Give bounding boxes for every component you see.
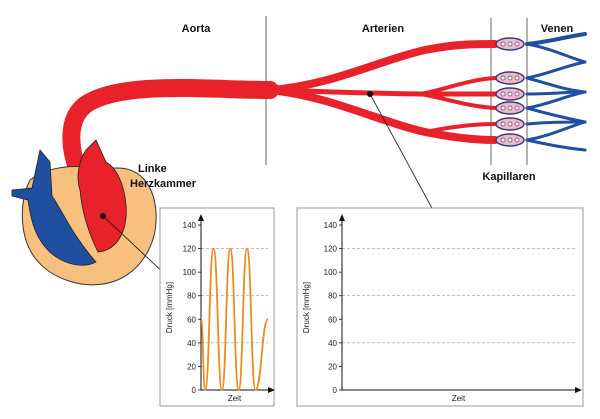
capillary-bed <box>495 87 525 101</box>
artery-pointer <box>369 93 434 211</box>
label-venen: Venen <box>541 23 574 35</box>
right-heart-blue <box>11 149 97 266</box>
x-axis-arrow <box>268 387 275 393</box>
y-tick-label: 80 <box>187 292 196 301</box>
y-axis-arrow <box>339 214 345 221</box>
label-arterien: Arterien <box>362 23 404 35</box>
label-kapillaren: Kapillaren <box>482 171 535 183</box>
y-tick-label: 60 <box>328 315 337 324</box>
y-tick-label: 20 <box>187 362 196 371</box>
capillary-bed <box>495 133 525 147</box>
capillary-bed <box>495 101 525 115</box>
capillary-beds <box>495 37 525 147</box>
y-tick-label: 40 <box>187 339 196 348</box>
x-axis-arrow <box>575 387 582 393</box>
capillary-bed <box>495 71 525 85</box>
y-tick-label: 60 <box>187 315 196 324</box>
y-tick-label: 120 <box>324 245 338 254</box>
y-tick-label: 100 <box>324 268 338 277</box>
chart-frame <box>296 207 584 407</box>
y-tick-label: 20 <box>328 362 337 371</box>
y-tick-label: 0 <box>192 386 197 395</box>
label-herz-line1: Linke <box>138 163 167 175</box>
left-ventricle <box>77 139 127 253</box>
y-tick-label: 0 <box>333 386 338 395</box>
heart <box>11 139 169 286</box>
x-axis-label: Zeit <box>452 394 466 403</box>
aorta-vessel <box>62 79 279 179</box>
y-tick-label: 140 <box>324 221 338 230</box>
x-axis-label: Zeit <box>228 394 242 403</box>
y-axis-label: Druck [mmHg] <box>302 282 311 333</box>
y-tick-label: 40 <box>328 339 337 348</box>
label-aorta: Aorta <box>182 23 212 35</box>
veins <box>525 32 587 152</box>
capillary-bed <box>495 117 525 131</box>
label-herz-line2: Herzkammer <box>130 178 197 190</box>
arteries <box>62 40 499 179</box>
pressure-trace <box>200 247 269 391</box>
capillary-bed <box>495 37 525 51</box>
y-tick-label: 120 <box>183 245 197 254</box>
y-tick-label: 80 <box>328 292 337 301</box>
y-tick-label: 140 <box>183 221 197 230</box>
ventricle-pointer <box>102 215 169 278</box>
y-axis-arrow <box>198 214 204 221</box>
y-tick-label: 100 <box>183 268 197 277</box>
y-axis-label: Druck [mmHg] <box>165 282 174 333</box>
